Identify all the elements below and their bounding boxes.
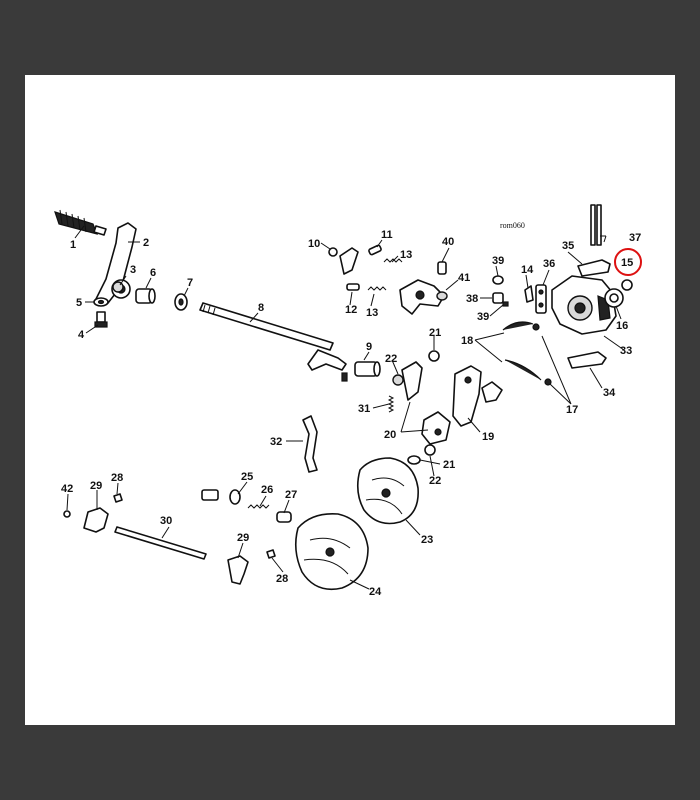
- callout-2: 2: [143, 237, 149, 249]
- callout-14: 14: [521, 264, 534, 276]
- part-19-cam-pawl: [452, 365, 503, 427]
- callout-labels: 1 2 3 4 5 6 7 8 9 10 11 12 13 13 14 15 1…: [61, 229, 642, 598]
- callout-22-upper: 22: [385, 353, 397, 365]
- callout-38: 38: [466, 293, 478, 305]
- callout-10: 10: [308, 238, 320, 250]
- part-12-plunger: [346, 283, 360, 291]
- part-1-shift-peg: [54, 209, 107, 236]
- callout-33: 33: [620, 345, 632, 357]
- callout-4: 4: [78, 329, 85, 341]
- callout-15: 15: [621, 257, 633, 269]
- callout-40: 40: [442, 236, 454, 248]
- callout-39-lower: 39: [477, 311, 489, 323]
- callout-34: 34: [603, 387, 616, 399]
- callout-27: 27: [285, 489, 297, 501]
- part-21-washer-upper: [428, 350, 440, 362]
- callout-35: 35: [562, 240, 574, 252]
- callout-7: 7: [187, 277, 193, 289]
- part-39-washer-lower: [502, 301, 509, 307]
- part-22-roller-upper: [392, 374, 404, 386]
- callout-30: 30: [160, 515, 172, 527]
- callout-28-lower: 28: [276, 573, 288, 585]
- part-4-bolt: [94, 311, 108, 328]
- part-5-washer: [93, 297, 109, 307]
- callout-1: 1: [70, 239, 76, 251]
- part-31-spring: [387, 395, 395, 413]
- part-30-fork-shaft: [114, 526, 207, 560]
- part-27-plunger: [276, 511, 292, 523]
- part-29-fork-lower: [227, 555, 249, 585]
- reference-code: rom060: [500, 221, 525, 230]
- part-24-shifter-drum: [294, 512, 369, 591]
- leader-lines: [66, 225, 625, 590]
- callout-29-lower: 29: [237, 532, 249, 544]
- part-28-pin-upper: [113, 493, 123, 503]
- callout-28-upper: 28: [111, 472, 123, 484]
- callout-9: 9: [366, 341, 372, 353]
- callout-24: 24: [369, 586, 382, 598]
- callout-8: 8: [258, 302, 264, 314]
- callout-32: 32: [270, 436, 282, 448]
- callout-5: 5: [76, 297, 82, 309]
- part-7-washer: [174, 293, 188, 311]
- callout-20: 20: [384, 429, 396, 441]
- callout-29-upper: 29: [90, 480, 102, 492]
- part-15-ring: [621, 279, 633, 291]
- part-40-pin: [437, 261, 447, 275]
- callout-3: 3: [130, 264, 136, 276]
- part-35-bracket: [577, 259, 611, 277]
- part-8-shifter-shaft: [199, 302, 347, 371]
- callout-26: 26: [261, 484, 273, 496]
- highlight-circle-15: [614, 248, 642, 276]
- part-28-pin-lower: [266, 549, 276, 559]
- part-9-spacer: [341, 361, 381, 382]
- callout-31: 31: [358, 403, 370, 415]
- callout-21-lower: 21: [443, 459, 455, 471]
- part-13-spring-lower: [367, 286, 387, 291]
- callout-21-upper: 21: [429, 327, 441, 339]
- part-13-spring-upper: [383, 258, 403, 263]
- part-41-shifter-pawl: [399, 279, 448, 315]
- callout-22-lower: 22: [429, 475, 441, 487]
- part-42-plug: [63, 510, 71, 518]
- part-pawl-bracket: [339, 247, 359, 275]
- callout-6: 6: [150, 267, 156, 279]
- part-20-pawl-carrier: [401, 361, 451, 445]
- part-18-springs: [502, 321, 552, 386]
- callout-19: 19: [482, 431, 494, 443]
- part-21-washer-lower: [407, 455, 421, 465]
- part-11-plunger: [368, 244, 382, 256]
- part-33-shifter-housing: [551, 275, 617, 335]
- callout-18: 18: [461, 335, 473, 347]
- part-39-washer-upper: [492, 275, 504, 285]
- part-22-roller-lower: [424, 444, 436, 456]
- callout-11: 11: [381, 229, 393, 241]
- callout-17: 17: [566, 404, 578, 416]
- callout-12: 12: [345, 304, 357, 316]
- callout-13-lower: 13: [366, 307, 378, 319]
- callout-23: 23: [421, 534, 433, 546]
- part-38-screw: [492, 292, 504, 304]
- part-29-fork-upper: [83, 507, 109, 533]
- part-25-plug: [201, 489, 241, 505]
- part-16-seal: [604, 288, 624, 308]
- part-10-pin: [328, 247, 338, 257]
- callout-42: 42: [61, 483, 73, 495]
- callout-41: 41: [458, 272, 470, 284]
- callout-36: 36: [543, 258, 555, 270]
- part-23-shifter-drum: [356, 457, 419, 525]
- part-26-spring: [247, 504, 270, 509]
- part-32-shift-rod: [302, 415, 318, 473]
- callout-13-upper: 13: [400, 249, 412, 261]
- part-37-pins: [590, 204, 602, 246]
- part-34-lever: [567, 351, 607, 369]
- part-6-bushing: [135, 288, 156, 304]
- part-14-clip: [524, 285, 534, 303]
- callout-16: 16: [616, 320, 628, 332]
- callout-25: 25: [241, 471, 253, 483]
- callout-37: 37: [629, 232, 641, 244]
- callout-39-upper: 39: [492, 255, 504, 267]
- part-36-plate: [535, 284, 547, 314]
